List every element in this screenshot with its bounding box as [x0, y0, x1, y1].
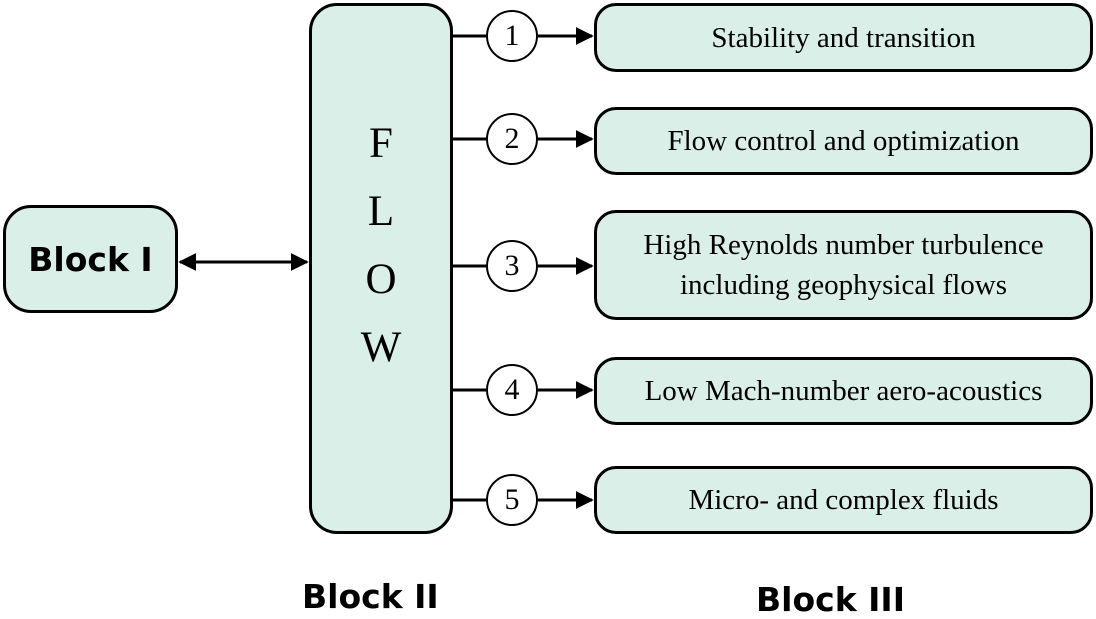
- topic-label: Micro- and complex fluids: [688, 484, 999, 516]
- block-2-caption: Block II: [302, 577, 439, 616]
- topic-box-flow-control: Flow control and optimization: [594, 107, 1093, 175]
- block-1-label: Block I: [28, 239, 153, 279]
- number-label: 4: [504, 373, 520, 406]
- topic-box-stability: Stability and transition: [594, 3, 1093, 72]
- flow-letter: W: [360, 323, 402, 371]
- topic-label: Flow control and optimization: [667, 125, 1020, 157]
- topic-label-line-1: High Reynolds number turbulence: [643, 229, 1044, 261]
- topic-label: High Reynolds number turbulence includin…: [643, 225, 1043, 305]
- topic-label: Stability and transition: [711, 21, 976, 54]
- topic-box-aero-acoustics: Low Mach-number aero-acoustics: [594, 357, 1093, 425]
- flow-block: F L O W: [309, 3, 453, 534]
- number-circle-1: 1: [486, 10, 538, 62]
- block-3-caption: Block III: [756, 580, 905, 619]
- block-1-box: Block I: [3, 205, 178, 313]
- flow-letters: F L O W: [361, 110, 402, 382]
- topic-label-line-2: including geophysical flows: [679, 269, 1007, 301]
- number-label: 1: [504, 19, 520, 52]
- topic-label: Low Mach-number aero-acoustics: [644, 375, 1043, 407]
- number-label: 2: [504, 122, 520, 155]
- number-circle-4: 4: [486, 364, 538, 416]
- topic-box-complex-fluids: Micro- and complex fluids: [594, 466, 1093, 534]
- number-label: 5: [504, 483, 520, 516]
- number-label: 3: [504, 249, 520, 282]
- number-circle-2: 2: [486, 113, 538, 165]
- number-circle-3: 3: [486, 240, 538, 292]
- topic-box-turbulence: High Reynolds number turbulence includin…: [594, 210, 1093, 320]
- flow-letter: O: [365, 255, 397, 303]
- number-circle-5: 5: [486, 474, 538, 526]
- flow-letter: F: [369, 119, 393, 167]
- flow-letter: L: [367, 187, 395, 235]
